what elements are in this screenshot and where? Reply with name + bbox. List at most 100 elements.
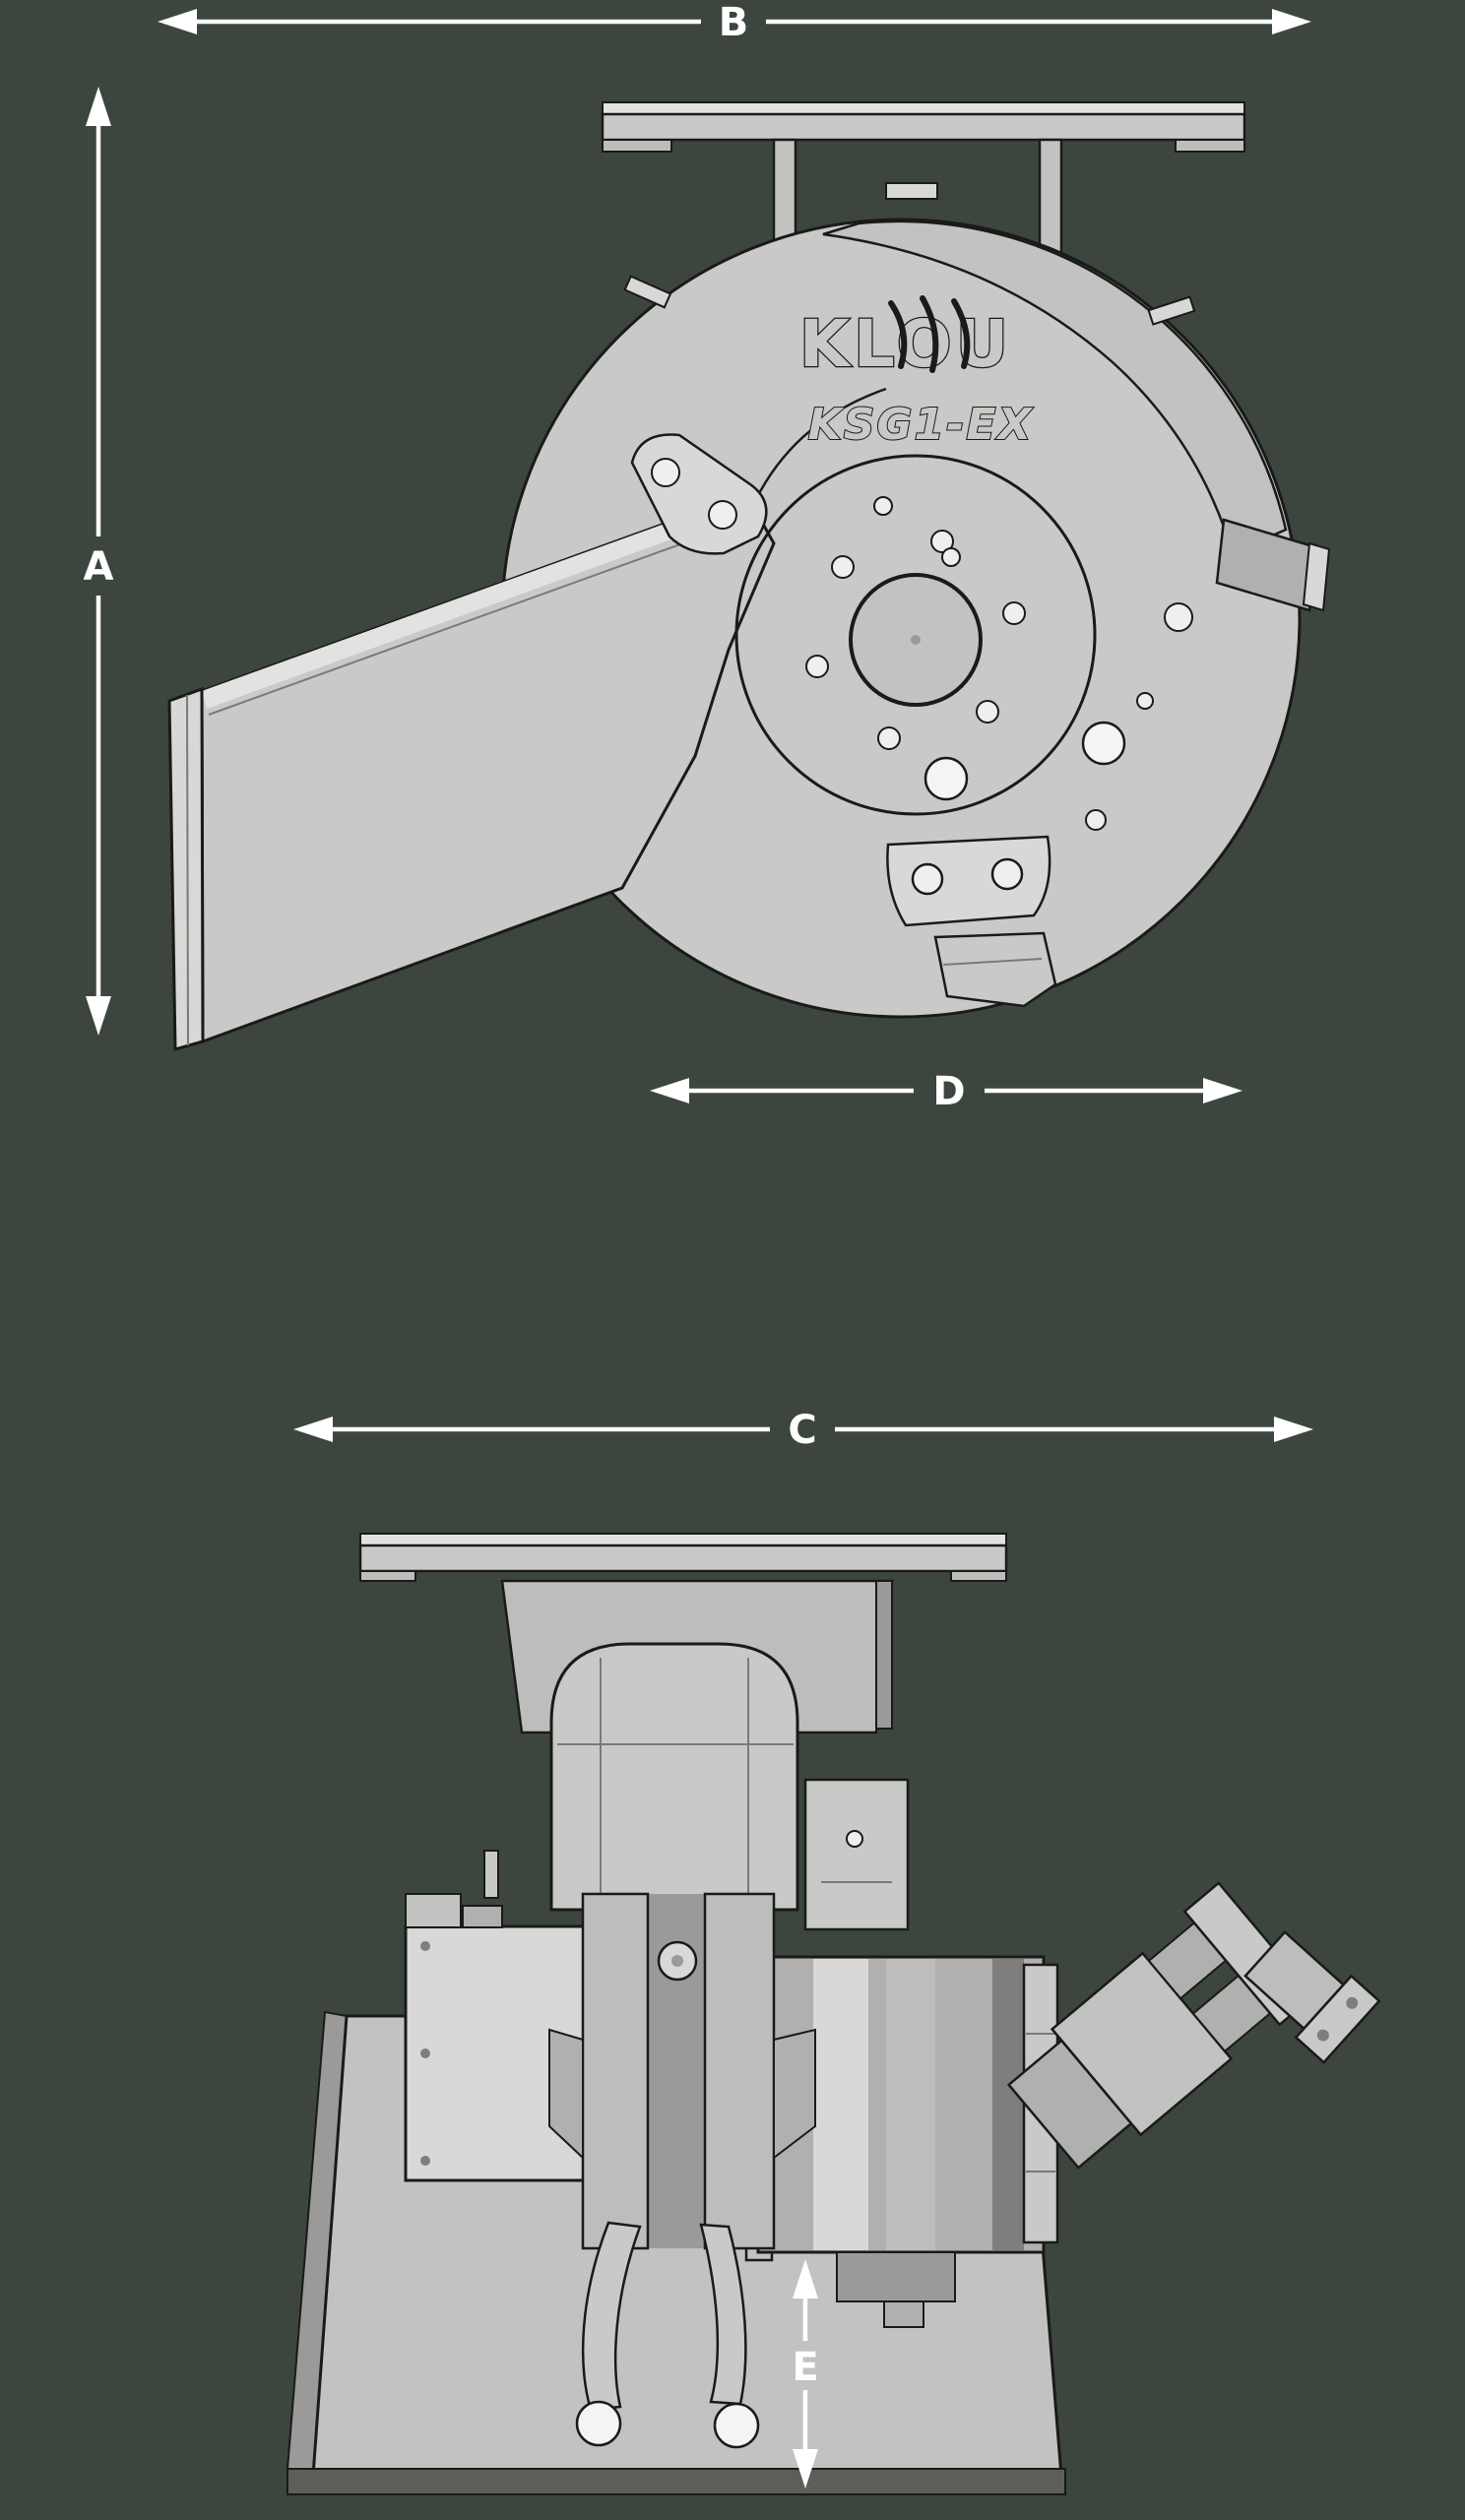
right-finger <box>699 2223 747 2406</box>
bracket-hole <box>651 458 680 487</box>
disc-tab-left <box>623 275 672 309</box>
bolt-hole <box>877 726 901 750</box>
drum-shade <box>992 1959 1024 2250</box>
arm-left-plate <box>581 1892 650 2250</box>
bracket-hole <box>990 857 1024 891</box>
arrowhead-left-icon <box>293 1417 333 1442</box>
side-bracket-block <box>803 1778 910 1931</box>
bolt-hole <box>1002 601 1026 625</box>
front-mounting-plate <box>358 1533 1008 1582</box>
dimension-arrow-c: C <box>293 1408 1313 1453</box>
hydraulic-motor <box>1006 1881 1381 2170</box>
bolt-hole <box>930 530 954 553</box>
motor-train <box>1006 1881 1315 2170</box>
bracket-hole <box>708 500 737 530</box>
arrowhead-up-icon <box>86 87 111 126</box>
large-hole <box>924 756 969 801</box>
arm-plate-edge <box>208 519 749 716</box>
dimension-annotations: B A D C <box>84 0 1313 2488</box>
bolt-dot <box>420 2048 430 2058</box>
bolt-hole <box>831 555 855 579</box>
right-finger-ball <box>713 2402 760 2449</box>
large-hole <box>1081 721 1126 766</box>
arrowhead-right-icon <box>1203 1078 1242 1103</box>
pin-end-cap <box>1302 541 1331 612</box>
top-block <box>405 1893 462 1928</box>
plate-front-face <box>358 1544 1008 1573</box>
housing-bottom-edge <box>287 2468 1066 2495</box>
arrowhead-down-icon <box>86 996 111 1036</box>
grapple-arm <box>548 1642 910 2250</box>
drum-lower-tab <box>883 2300 924 2328</box>
dimension-arrow-d: D <box>650 1069 1242 1114</box>
side-view: KLOU KSG1-EX <box>167 101 1331 1051</box>
flange-bolt <box>1316 2029 1329 2042</box>
blade-edge-line <box>186 694 189 1046</box>
plate-left-lip <box>602 139 672 153</box>
blade-arm <box>167 492 776 1051</box>
foot-bend-line <box>942 958 1043 966</box>
bolt-dot <box>420 2156 430 2166</box>
arrowhead-left-icon <box>650 1078 689 1103</box>
bolt-dot <box>420 1941 430 1951</box>
branding: KLOU KSG1-EX <box>797 295 1034 451</box>
arrowhead-up-icon <box>793 2259 818 2299</box>
dim-label-e: E <box>792 2345 818 2390</box>
plate-top-edge <box>602 101 1245 115</box>
drum-mid-stripe <box>886 1959 935 2250</box>
arm-head <box>549 1642 799 1912</box>
inner-ring <box>734 454 1097 816</box>
blade-end-cap <box>167 686 205 1051</box>
disc-holes <box>873 496 1193 831</box>
arm-right-plate <box>703 1892 776 2250</box>
bracket-hole <box>846 1830 863 1848</box>
bolt-hole <box>805 655 829 678</box>
bottom-bracket <box>886 835 1057 1008</box>
claw-mark-icon <box>888 295 971 373</box>
elbow-flange <box>1294 1974 1381 2064</box>
side-mounting-plate <box>601 101 1246 265</box>
drum <box>744 1945 1059 2328</box>
front-view <box>286 1533 1381 2495</box>
plate-top-edge <box>359 1533 1007 1546</box>
grease-pin <box>483 1850 499 1899</box>
disc-tab-right <box>1147 295 1196 326</box>
pivot-pin <box>1215 518 1331 612</box>
plate-slot <box>885 182 938 200</box>
small-hole <box>1085 809 1107 831</box>
arrowhead-down-icon <box>793 2449 818 2488</box>
arrowhead-right-icon <box>1274 1417 1313 1442</box>
drum-lower-bracket <box>836 2251 956 2302</box>
left-finger-ball <box>575 2400 622 2447</box>
motor-block <box>1050 1951 1234 2137</box>
hub-bolt-holes <box>805 530 1026 750</box>
dimension-arrow-a: A <box>84 87 114 1036</box>
plate-right-lip <box>950 1570 1007 1582</box>
left-jaw <box>548 2028 584 2161</box>
small-hole <box>1164 602 1193 632</box>
small-hole <box>941 547 961 567</box>
grapple-fingers <box>575 2221 760 2449</box>
top-block-small <box>462 1905 503 1928</box>
small-hole <box>873 496 893 516</box>
small-hole <box>1136 692 1154 710</box>
arrowhead-left-icon <box>158 9 197 34</box>
dim-label-b: B <box>719 0 749 45</box>
flange-bolt <box>1346 1996 1359 2009</box>
plate-right-lip <box>1175 139 1245 153</box>
skid-foot <box>933 931 1057 1008</box>
plate-front-face <box>601 112 1246 142</box>
hose-elbows <box>1243 1929 1381 2064</box>
arm-top-highlight <box>202 494 752 709</box>
hub-assembly <box>734 454 1097 816</box>
model-text: KSG1-EX <box>808 400 1034 450</box>
arm-pivot-bracket <box>630 433 768 555</box>
drum-highlight <box>813 1959 868 2250</box>
dim-label-c: C <box>788 1408 816 1453</box>
hub-center-mark <box>911 635 921 645</box>
plate-left-lip <box>359 1570 416 1582</box>
mount-frame-edge <box>875 1580 893 1730</box>
arrowhead-right-icon <box>1272 9 1311 34</box>
